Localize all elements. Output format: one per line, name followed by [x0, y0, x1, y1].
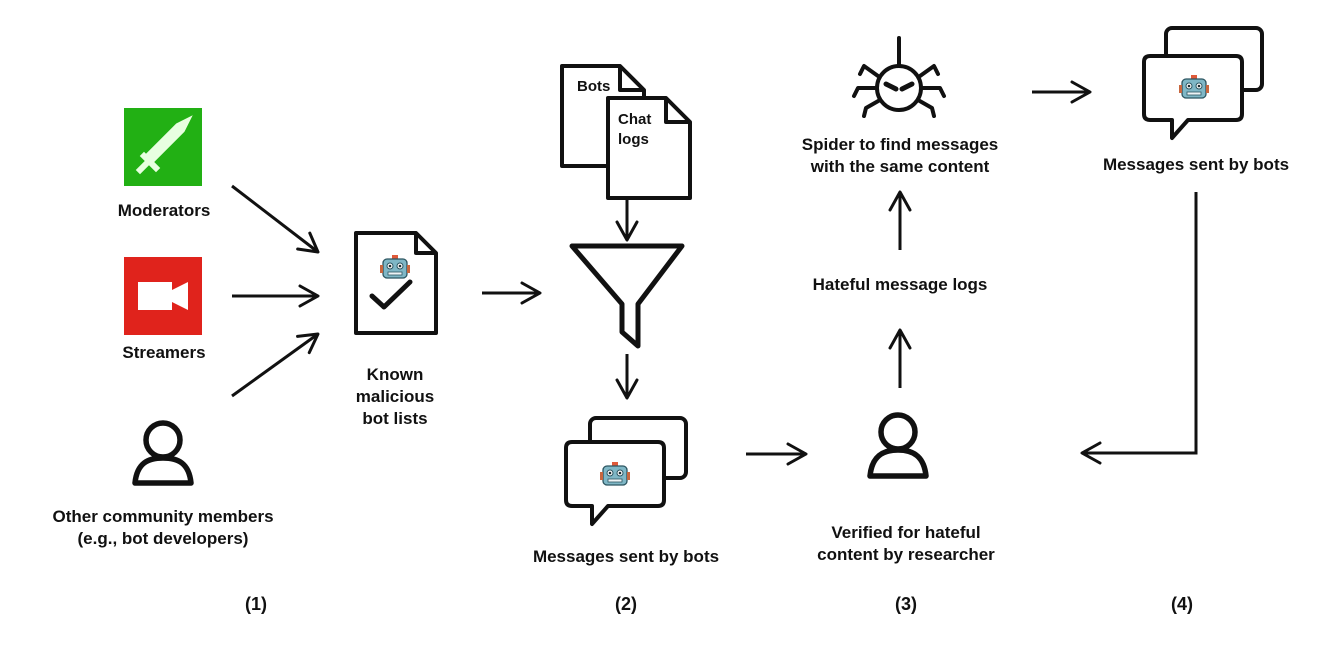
spider-label: Spider to find messages with the same co… [770, 134, 1030, 178]
known-list-line2: malicious [355, 387, 435, 406]
person-icon-researcher [867, 412, 929, 479]
verified-label: Verified for hateful content by research… [770, 522, 1042, 566]
chat-logs-document-label: Chat logs [618, 110, 651, 150]
person-icon-community [132, 420, 194, 486]
spider-line2: with the same content [810, 157, 990, 176]
chat-bubbles-icon-top [1142, 26, 1264, 140]
bots-document-label: Bots [577, 78, 611, 95]
streamers-label: Streamers [122, 343, 206, 362]
messages-top-label: Messages sent by bots [1102, 155, 1290, 174]
spider-line1: Spider to find messages [801, 135, 999, 154]
moderators-label: Moderators [117, 201, 211, 220]
chat-logs-document-icon [606, 96, 692, 200]
arrow-community [231, 332, 320, 398]
hateful-logs-label: Hateful message logs [812, 275, 988, 294]
other-community-line1: Other community members [52, 507, 274, 526]
known-list-line1: Known [366, 365, 424, 384]
verified-line2: content by researcher [817, 545, 995, 564]
known-bot-lists-label: Known malicious bot lists [330, 364, 460, 430]
other-community-line2: (e.g., bot developers) [77, 529, 249, 548]
step-2-label: (2) [615, 594, 637, 614]
chat-logs-line1: Chat [618, 111, 652, 128]
step-3-label: (3) [895, 594, 917, 614]
spider-icon [852, 36, 946, 118]
step-4-label: (4) [1171, 594, 1193, 614]
arrow-moderators [231, 184, 320, 254]
arrow-feedback-loop [1080, 192, 1198, 465]
known-list-line3: bot lists [362, 409, 428, 428]
sword-icon [124, 108, 202, 186]
chat-bubbles-icon-bottom [564, 416, 688, 526]
video-camera-icon [124, 257, 202, 335]
check-icon [369, 279, 413, 310]
known-bot-list-icon [354, 231, 438, 335]
verified-line1: Verified for hateful [831, 523, 981, 542]
chat-logs-line2: logs [618, 131, 649, 148]
other-community-label: Other community members (e.g., bot devel… [20, 506, 306, 550]
messages-bottom-label: Messages sent by bots [532, 547, 720, 566]
funnel-icon [569, 243, 685, 349]
step-1-label: (1) [245, 594, 267, 614]
